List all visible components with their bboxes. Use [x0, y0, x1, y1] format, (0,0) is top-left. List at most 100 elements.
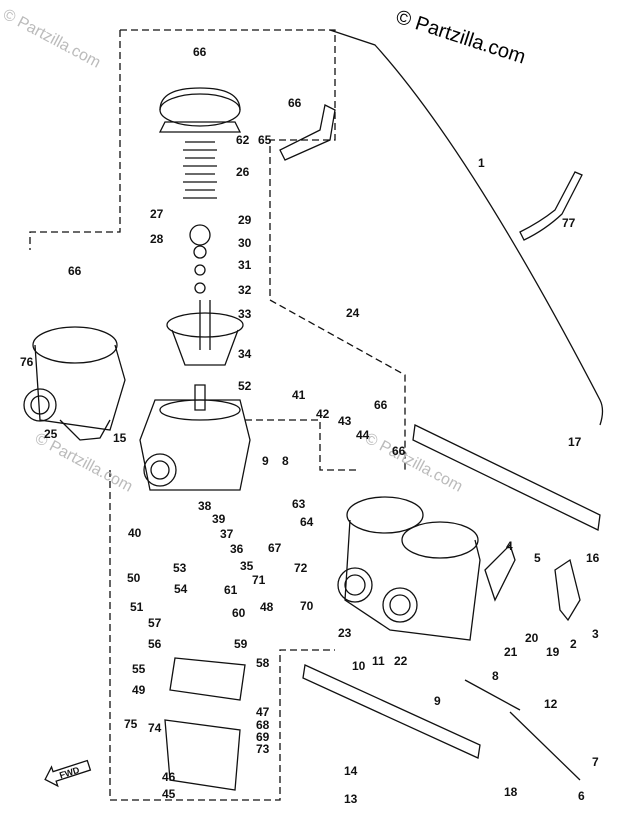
callout-74: 74 [148, 721, 162, 735]
washer-3 [194, 282, 206, 294]
callout-32: 32 [238, 283, 252, 297]
needle [199, 300, 211, 350]
callout-72: 72 [294, 561, 308, 575]
callout-38: 38 [198, 499, 212, 513]
callout-18: 18 [504, 785, 518, 799]
float-bowl [164, 719, 241, 791]
left-carb-bore [30, 395, 50, 415]
callout-15: 15 [113, 431, 127, 445]
right-carb-top-1 [346, 496, 424, 534]
callout-8: 8 [282, 454, 289, 468]
leader-1 [245, 419, 360, 471]
left-carb-bowl [59, 419, 111, 441]
callout-43: 43 [338, 414, 352, 428]
left-carb-body [34, 344, 126, 431]
center-carb-bore [150, 460, 170, 480]
callout-66: 66 [193, 45, 207, 59]
callout-40: 40 [128, 526, 142, 540]
callout-55: 55 [132, 662, 146, 676]
callout-9: 9 [262, 454, 269, 468]
callout-66: 66 [68, 264, 82, 278]
callout-41: 41 [292, 388, 306, 402]
float [169, 657, 246, 701]
callout-31: 31 [238, 258, 252, 272]
callout-34: 34 [238, 347, 252, 361]
callout-54: 54 [174, 582, 188, 596]
fwd-label: FWD [58, 765, 81, 781]
callout-30: 30 [238, 236, 252, 250]
callout-35: 35 [240, 559, 254, 573]
choke-rod [509, 711, 581, 781]
needle-jet [194, 384, 206, 411]
callout-33: 33 [238, 307, 252, 321]
callout-20: 20 [525, 631, 539, 645]
callout-4: 4 [506, 539, 513, 553]
callout-66: 66 [288, 96, 302, 110]
callout-13: 13 [344, 792, 358, 806]
callout-64: 64 [300, 515, 314, 529]
callout-37: 37 [220, 527, 234, 541]
callout-50: 50 [127, 571, 141, 585]
callout-8: 8 [492, 669, 499, 683]
callout-17: 17 [568, 435, 582, 449]
callout-49: 49 [132, 683, 146, 697]
callout-53: 53 [173, 561, 187, 575]
top-cover [159, 93, 241, 127]
callout-71: 71 [252, 573, 266, 587]
callout-46: 46 [162, 770, 176, 784]
callout-42: 42 [316, 407, 330, 421]
left-carb-top [32, 326, 118, 364]
throttle-lever [484, 543, 516, 602]
callout-73: 73 [256, 742, 270, 756]
right-carb-bore-1 [344, 574, 366, 596]
callout-68: 68 [256, 718, 270, 732]
top-assembly-boundary [120, 29, 406, 470]
callout-48: 48 [260, 600, 274, 614]
diaphragm [166, 312, 244, 338]
callout-66: 66 [392, 444, 406, 458]
left-assembly-boundary [29, 30, 121, 250]
needle-clip [189, 224, 211, 246]
callout-77: 77 [562, 216, 576, 230]
callout-60: 60 [232, 606, 246, 620]
right-carb-body [344, 519, 481, 641]
callout-2: 2 [570, 637, 577, 651]
callout-11: 11 [372, 654, 385, 668]
piston [171, 329, 239, 366]
callout-5: 5 [534, 551, 541, 565]
callout-14: 14 [344, 764, 358, 778]
callout-6: 6 [578, 789, 585, 803]
callout-76: 76 [20, 355, 34, 369]
callout-28: 28 [150, 232, 164, 246]
callout-3: 3 [592, 627, 599, 641]
callout-7: 7 [592, 755, 599, 769]
callout-70: 70 [300, 599, 314, 613]
callout-12: 12 [544, 697, 558, 711]
callout-10: 10 [352, 659, 366, 673]
spring [183, 141, 217, 199]
callout-23: 23 [338, 626, 352, 640]
mounting-bracket [412, 424, 601, 531]
right-carb-intake-1 [337, 567, 373, 603]
callout-27: 27 [150, 207, 164, 221]
right-carb-bore-2 [389, 594, 411, 616]
callout-26: 26 [236, 165, 250, 179]
callout-47: 47 [256, 705, 270, 719]
cover-link [279, 104, 336, 161]
callout-65: 65 [258, 133, 272, 147]
callout-51: 51 [130, 600, 144, 614]
top-cover-flange [158, 121, 242, 133]
callout-39: 39 [212, 512, 226, 526]
right-link-boundary [329, 29, 604, 426]
callout-19: 19 [546, 645, 560, 659]
right-carb-top-2 [401, 521, 479, 559]
callout-1: 1 [478, 156, 485, 170]
callout-56: 56 [148, 637, 162, 651]
callout-63: 63 [292, 497, 306, 511]
lower-assembly-boundary [109, 470, 335, 801]
callout-75: 75 [124, 717, 138, 731]
callout-61: 61 [224, 583, 238, 597]
fwd-arrow: FWD [44, 759, 92, 788]
callout-9: 9 [434, 694, 441, 708]
